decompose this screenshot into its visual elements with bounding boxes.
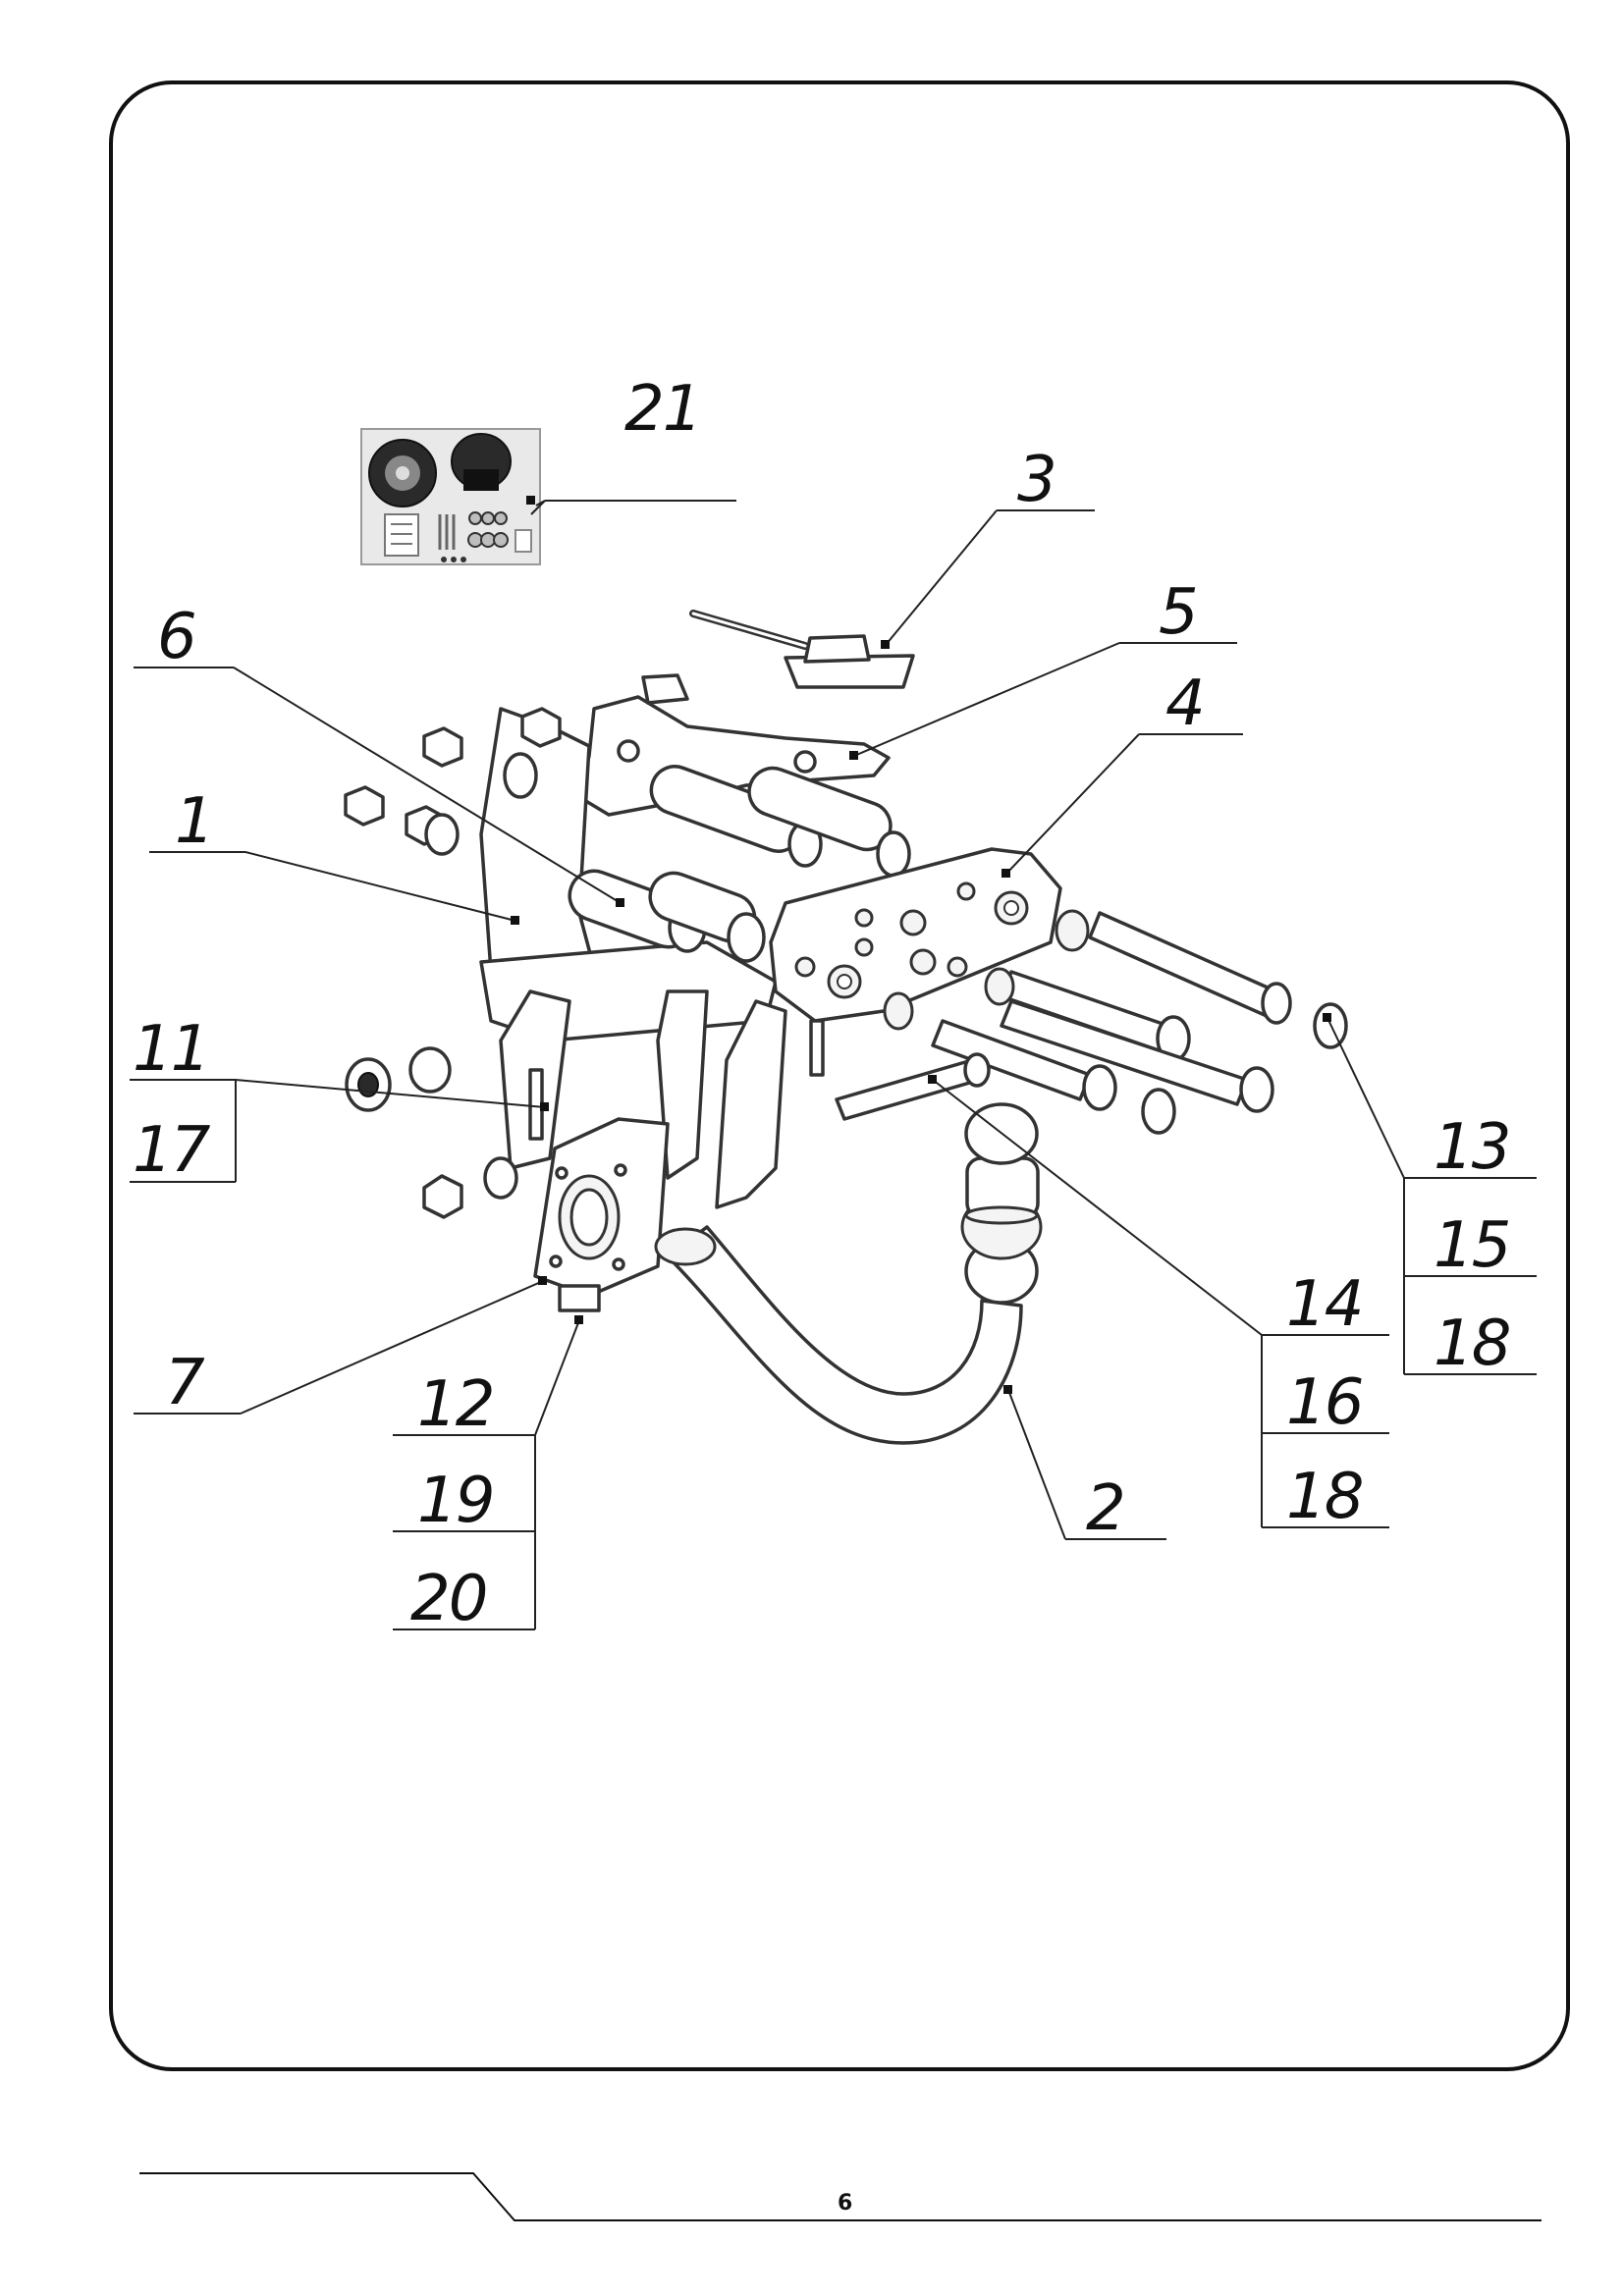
callout-3: 3 bbox=[1017, 444, 1056, 516]
callout-4: 4 bbox=[1165, 667, 1204, 740]
callout-15: 15 bbox=[1434, 1209, 1509, 1282]
leader-lines bbox=[130, 500, 1537, 1630]
callout-18-center: 18 bbox=[1286, 1461, 1362, 1533]
callout-5: 5 bbox=[1159, 576, 1197, 649]
callout-14: 14 bbox=[1286, 1268, 1362, 1341]
wiring-kit-image bbox=[360, 428, 541, 565]
callout-2: 2 bbox=[1086, 1472, 1124, 1545]
callout-11: 11 bbox=[133, 1013, 208, 1086]
callout-17: 17 bbox=[133, 1114, 211, 1187]
callout-21: 21 bbox=[624, 373, 700, 446]
towbar-assembly bbox=[344, 610, 1348, 1445]
callout-16: 16 bbox=[1286, 1366, 1362, 1439]
callout-labels: 21 3 5 4 6 1 11 17 13 15 18 14 16 18 7 1… bbox=[133, 373, 1511, 1635]
callout-1: 1 bbox=[175, 785, 213, 858]
callout-18-right: 18 bbox=[1434, 1308, 1509, 1380]
callout-13: 13 bbox=[1434, 1111, 1509, 1184]
drawing-frame bbox=[109, 80, 1570, 2071]
page-number: 6 bbox=[838, 2191, 853, 2216]
callout-19: 19 bbox=[417, 1465, 493, 1537]
callout-20: 20 bbox=[410, 1563, 486, 1635]
callout-12: 12 bbox=[417, 1368, 493, 1441]
callout-markers bbox=[511, 496, 1331, 1394]
callout-6: 6 bbox=[157, 601, 195, 673]
callout-7: 7 bbox=[165, 1347, 205, 1419]
